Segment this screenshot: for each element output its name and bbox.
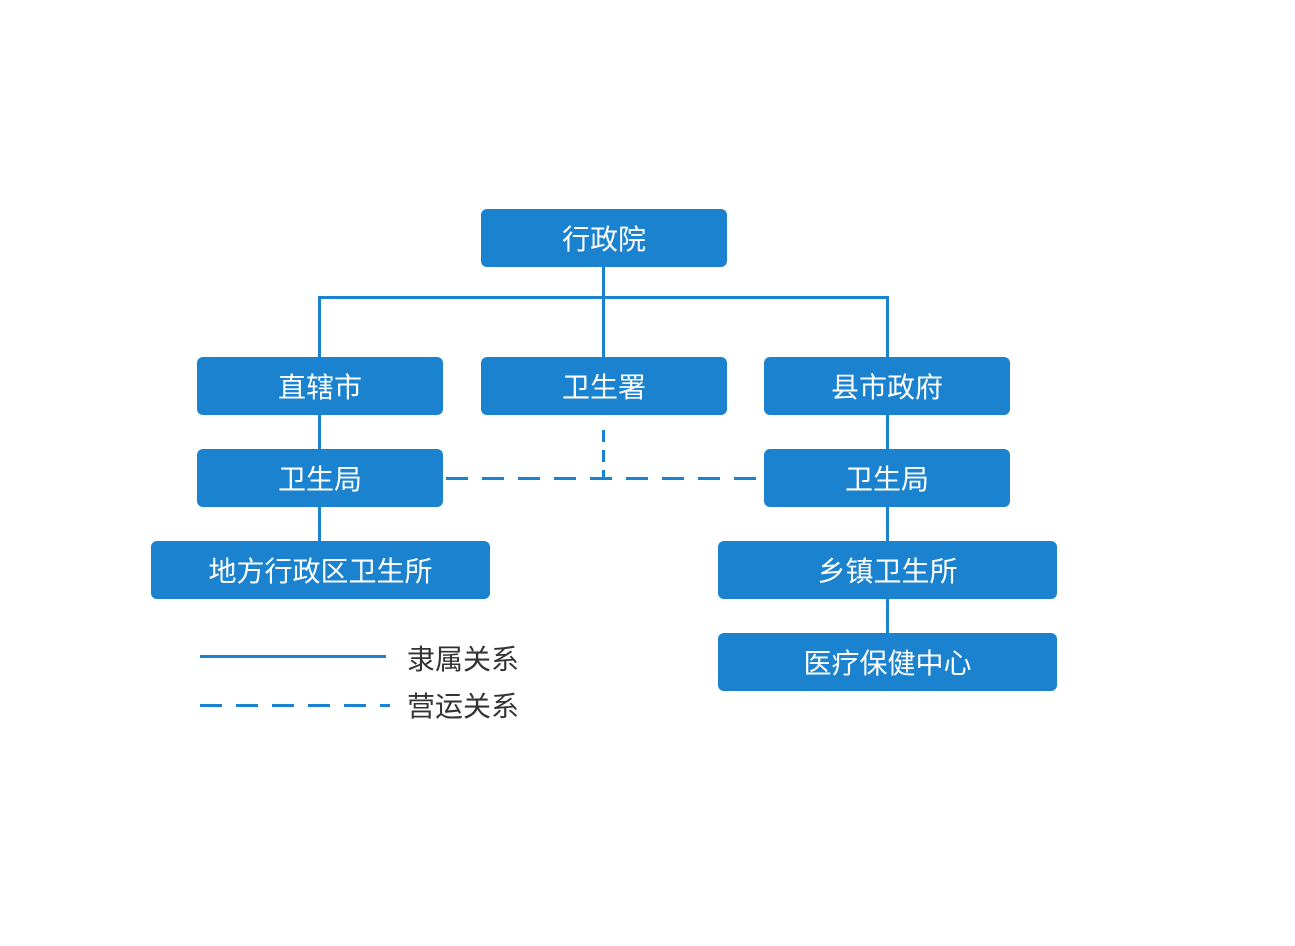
legend-solid-label: 隶属关系 — [407, 643, 520, 676]
legend-dashed-label: 营运关系 — [407, 690, 520, 723]
connector-bureau-to-district-station — [318, 506, 321, 542]
node-district-health-station: 地方行政区卫生所 — [151, 541, 490, 599]
connector-township-to-center — [886, 598, 889, 634]
node-medical-health-center: 医疗保健中心 — [718, 633, 1057, 691]
node-executive-yuan: 行政院 — [481, 209, 727, 267]
connector-bureau-to-township-station — [886, 506, 889, 542]
node-municipal-health-bureau: 卫生局 — [197, 449, 443, 507]
legend-dashed-line — [200, 704, 390, 707]
connector-root-down — [602, 266, 605, 298]
node-county-government: 县市政府 — [764, 357, 1010, 415]
node-county-health-bureau: 卫生局 — [764, 449, 1010, 507]
node-health-department: 卫生署 — [481, 357, 727, 415]
dashed-connector-health-dept-down — [602, 430, 605, 480]
node-township-health-station: 乡镇卫生所 — [718, 541, 1057, 599]
connector-municipality-to-bureau — [318, 414, 321, 450]
connector-to-health-dept — [602, 296, 605, 358]
connector-to-municipality — [318, 296, 321, 358]
dashed-connector-bureaus — [446, 477, 764, 480]
connector-county-to-bureau — [886, 414, 889, 450]
node-municipality: 直辖市 — [197, 357, 443, 415]
legend-solid-line — [200, 655, 386, 658]
connector-to-county-gov — [886, 296, 889, 358]
